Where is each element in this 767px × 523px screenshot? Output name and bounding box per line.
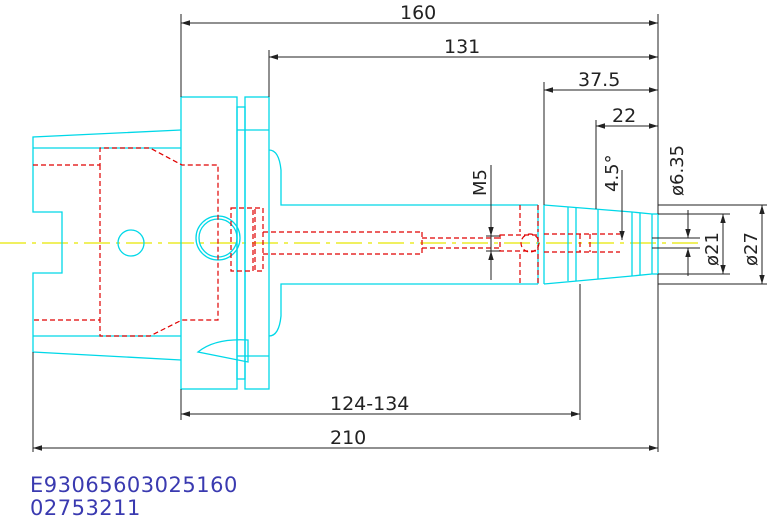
dim-124-134: 124-134 <box>330 393 409 415</box>
dim-160: 160 <box>400 2 436 24</box>
dim-dia-21: ø21 <box>702 232 723 266</box>
dim-dia-6-35: ø6.35 <box>667 145 688 196</box>
dim-dia-27: ø27 <box>741 232 762 266</box>
dim-m5: M5 <box>470 169 491 196</box>
dim-131: 131 <box>444 36 480 58</box>
part-code-line1: E93065603025160 <box>30 473 238 497</box>
hidden-lines <box>33 147 620 337</box>
dim-angle: 4.5° <box>602 154 623 192</box>
part-code-line2: 02753211 <box>30 496 141 520</box>
dim-37-5: 37.5 <box>578 69 620 91</box>
dim-210: 210 <box>330 427 366 449</box>
dim-22: 22 <box>612 105 636 127</box>
dimension-lines <box>32 14 767 452</box>
